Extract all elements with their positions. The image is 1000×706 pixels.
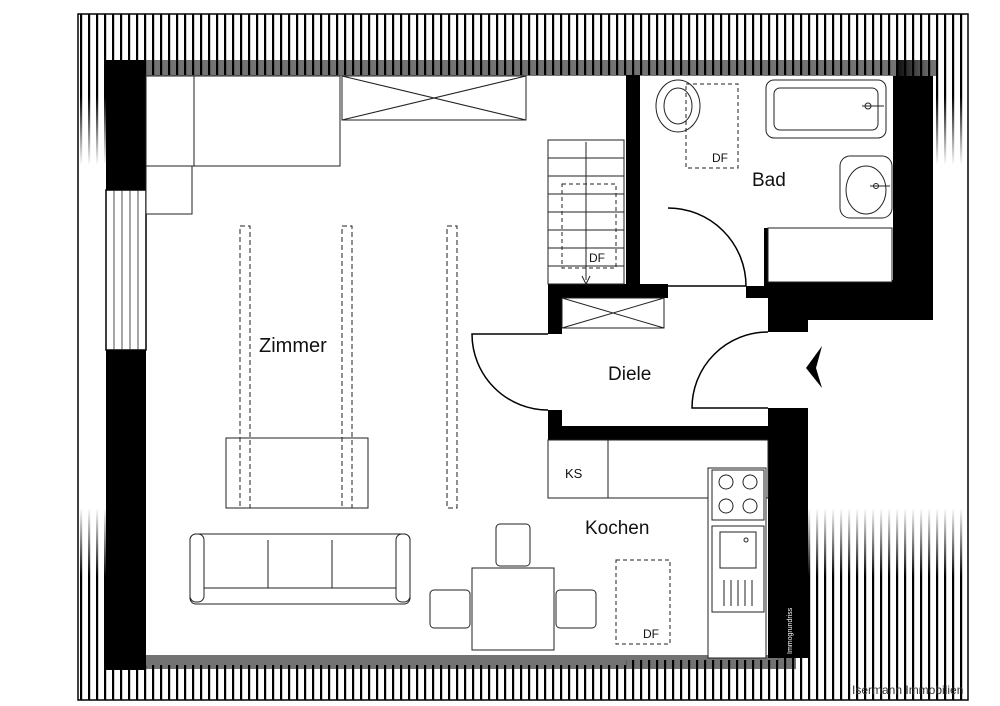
- walls: [106, 60, 933, 670]
- wardrobe: [341, 75, 527, 121]
- doors: [471, 207, 769, 411]
- left-window: [105, 189, 147, 351]
- kitchen-fixtures: [547, 439, 769, 659]
- bed: [145, 75, 341, 215]
- immogrundriss-badge: Immogrundriss: [779, 596, 799, 658]
- room-label-bad: Bad: [752, 170, 786, 191]
- fixture-label-ks: KS: [565, 466, 583, 481]
- room-label-diele: Diele: [608, 364, 651, 385]
- coffee-table: [225, 437, 369, 509]
- staircase: [547, 139, 665, 329]
- entrance-arrow-icon: [806, 346, 822, 388]
- credit-text: Isermann Immobilien: [852, 683, 963, 697]
- badge-text: Immogrundriss: [787, 607, 794, 654]
- fixture-label-df-stairs: DF: [589, 251, 605, 265]
- fixture-label-df-bad: DF: [712, 151, 728, 165]
- room-label-kochen: Kochen: [585, 518, 649, 539]
- dining-table: [429, 523, 597, 651]
- room-label-zimmer: Zimmer: [259, 335, 327, 357]
- fixture-label-df-kitchen: DF: [643, 627, 659, 641]
- bathroom-fixtures: [655, 79, 893, 283]
- sofa: [189, 533, 411, 605]
